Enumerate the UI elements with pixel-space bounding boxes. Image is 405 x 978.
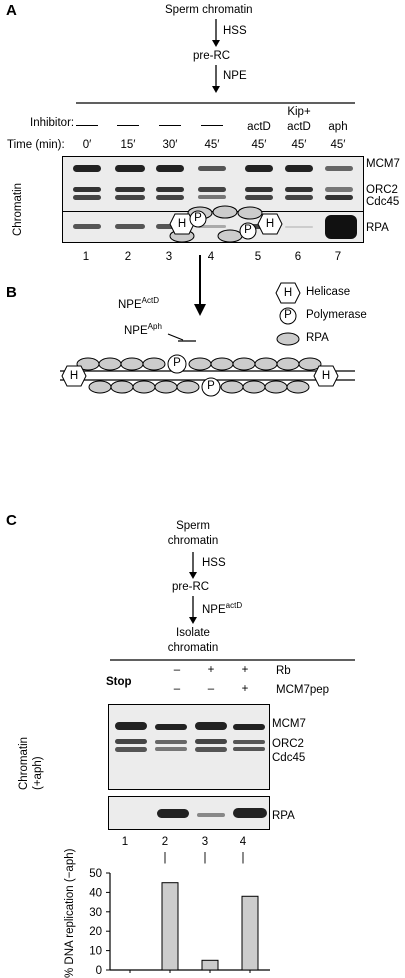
panel-c-label: C: [6, 512, 17, 529]
inhibitor-dash: [76, 125, 98, 126]
stop-label: Stop: [106, 676, 132, 688]
helicase-symbol: H: [69, 370, 79, 382]
legend-helicase-symbol: H: [283, 287, 293, 299]
lane-c: 2: [161, 836, 169, 848]
scheme-hss: HSS: [223, 25, 247, 37]
inhibitor-label: Inhibitor:: [30, 117, 75, 129]
polymerase-symbol: P: [173, 357, 181, 369]
legend-helicase: Helicase: [306, 286, 351, 298]
panel-b-label: B: [6, 284, 17, 301]
rb-label: Rb: [276, 665, 291, 677]
lane-number: 6: [294, 251, 302, 263]
inhibitor-lane7: aph: [328, 121, 348, 133]
band-c-mcm7: MCM7: [272, 718, 306, 730]
lane-c: 4: [239, 836, 247, 848]
y-tick-label: 10: [89, 946, 102, 958]
lane-c: 3: [201, 836, 209, 848]
y-tick-label: 20: [89, 926, 102, 938]
lane-c: 1: [121, 836, 129, 848]
chart-ylabel: % DNA replication (−aph): [64, 848, 76, 978]
lane-tick: |: [163, 852, 167, 864]
rb-sign: –: [173, 664, 181, 676]
band-label-orc2: ORC2: [366, 184, 398, 196]
legend-polymerase: Polymerase: [306, 309, 367, 321]
band-label-cdc45: Cdc45: [366, 196, 400, 208]
band-c-orc2: ORC2: [272, 738, 304, 750]
lane-tick: |: [241, 852, 245, 864]
time-label: Time (min):: [7, 139, 65, 151]
band-c-rpa: RPA: [272, 810, 295, 822]
legend-rpa: RPA: [306, 332, 329, 344]
blot-a-bottom: [62, 211, 364, 243]
lane-number: 1: [82, 251, 90, 263]
blot-c-bottom: [108, 796, 270, 830]
helicase-symbol: H: [177, 218, 187, 230]
y-tick-label: 30: [89, 907, 102, 919]
npe-actd-label: NPEActD: [118, 296, 159, 311]
scheme-sperm-chromatin: Sperm chromatin: [165, 4, 253, 16]
band-label-mcm7: MCM7: [366, 158, 400, 170]
blot-a-top: [62, 156, 364, 213]
lane-tick: |: [203, 852, 207, 864]
y-tick-label: 50: [89, 868, 102, 880]
time-value: 45′: [251, 139, 267, 151]
polymerase-symbol: P: [194, 212, 202, 224]
rb-sign: +: [241, 664, 249, 676]
scheme-c-sperm: Sperm: [176, 520, 210, 532]
scheme-c-npe: NPEactD: [202, 601, 243, 616]
mcm7pep-label: MCM7pep: [276, 684, 330, 696]
scheme-c-isolate-chromatin: chromatin: [167, 642, 219, 654]
time-value: 45′: [291, 139, 307, 151]
lane-number: 3: [165, 251, 173, 263]
time-value: 15′: [120, 139, 136, 151]
mcm-sign: –: [173, 683, 181, 695]
blot-c-top: [108, 704, 270, 790]
y-tick-label: 0: [96, 965, 102, 977]
scheme-c-isolate: Isolate: [176, 627, 210, 639]
lane-number: 2: [124, 251, 132, 263]
bar-2: [161, 882, 179, 971]
band-label-rpa: RPA: [366, 222, 389, 234]
inhibitor-lane5: actD: [247, 121, 271, 133]
bar-3: [201, 959, 219, 971]
scheme-npe: NPE: [223, 70, 247, 82]
mcm-sign: –: [207, 683, 215, 695]
helicase-symbol: H: [265, 218, 275, 230]
time-value: 0′: [82, 139, 92, 151]
lane-number: 5: [254, 251, 262, 263]
panel-a-label: A: [6, 2, 17, 19]
inhibitor-dash: [201, 125, 223, 126]
time-value: 45′: [204, 139, 220, 151]
npe-aph-label: NPEAph: [124, 322, 162, 337]
scheme-c-chromatin: chromatin: [167, 535, 219, 547]
mcm-sign: +: [241, 683, 249, 695]
helicase-symbol: H: [321, 370, 331, 382]
legend-polymerase-symbol: P: [284, 309, 292, 321]
time-value: 30′: [162, 139, 178, 151]
polymerase-symbol: P: [244, 224, 252, 236]
lane-number: 7: [334, 251, 342, 263]
inhibitor-dash: [159, 125, 181, 126]
polymerase-symbol: P: [207, 380, 215, 392]
y-tick-label: 40: [89, 887, 102, 899]
lane-number: 4: [207, 251, 215, 263]
band-c-cdc45: Cdc45: [272, 752, 306, 764]
scheme-prerc: pre-RC: [193, 50, 231, 62]
scheme-c-prerc: pre-RC: [172, 581, 210, 593]
scheme-c-hss: HSS: [202, 557, 226, 569]
inhibitor-dash: [117, 125, 139, 126]
rb-sign: +: [207, 664, 215, 676]
bar-4: [241, 895, 259, 971]
inhibitor-lane6-b: actD: [287, 121, 311, 133]
time-value: 45′: [330, 139, 346, 151]
inhibitor-lane6-a: Kip+: [287, 106, 311, 118]
